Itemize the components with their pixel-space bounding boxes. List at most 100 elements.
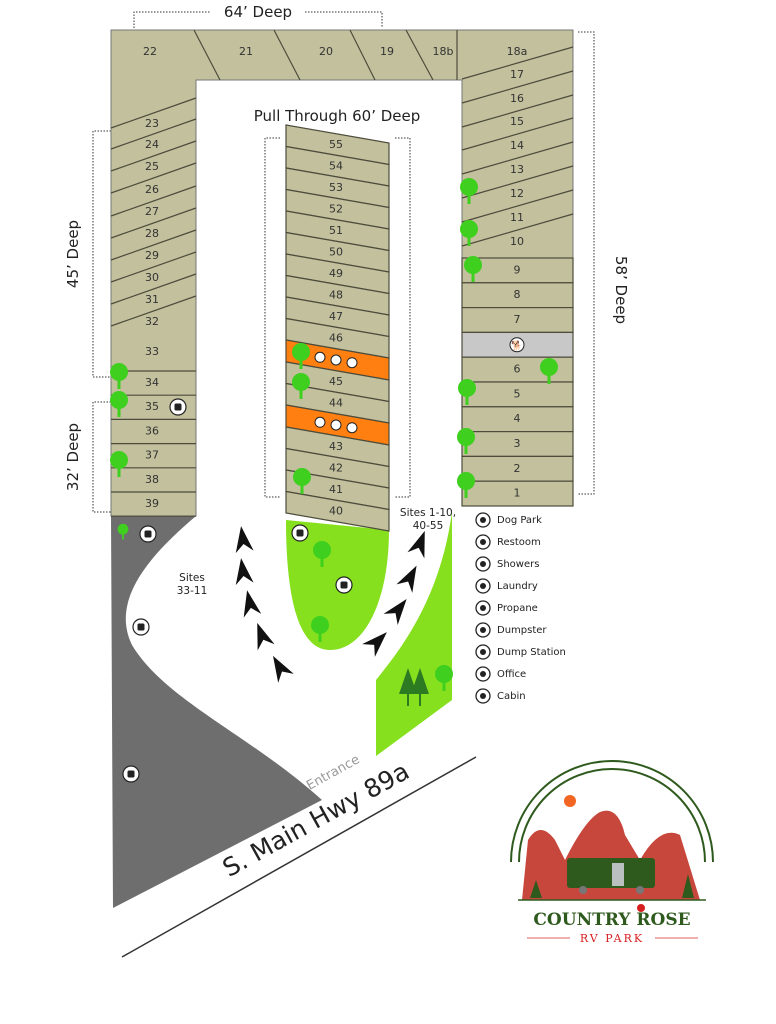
site-47[interactable]: 47 bbox=[329, 310, 343, 323]
legend-label: Cabin bbox=[497, 691, 526, 702]
pine-tree-icon bbox=[411, 668, 429, 706]
site-36[interactable]: 36 bbox=[145, 424, 159, 437]
site-35[interactable]: 35 bbox=[145, 400, 159, 413]
site-divider bbox=[273, 29, 301, 81]
site-divider bbox=[461, 46, 574, 80]
dumpster-icon-glyph bbox=[144, 530, 152, 538]
direction-arrow-icon bbox=[383, 598, 407, 625]
site-11[interactable]: 11 bbox=[510, 211, 524, 224]
site-1-plot[interactable] bbox=[461, 480, 574, 507]
site-44[interactable]: 44 bbox=[329, 396, 343, 409]
site-8[interactable]: 8 bbox=[514, 288, 521, 301]
site-40[interactable]: 40 bbox=[329, 504, 343, 517]
site-13[interactable]: 13 bbox=[510, 163, 524, 176]
site-10[interactable]: 10 bbox=[510, 235, 524, 248]
direction-arrow-icon bbox=[407, 530, 425, 559]
site-26[interactable]: 26 bbox=[145, 183, 159, 196]
site-2-plot[interactable] bbox=[461, 455, 574, 482]
tree-icon bbox=[457, 428, 475, 454]
restroom-icon bbox=[330, 354, 342, 366]
tree-icon bbox=[435, 665, 453, 691]
dimension-left-lower: 32’ Deep bbox=[64, 423, 82, 491]
site-32[interactable]: 32 bbox=[145, 315, 159, 328]
site-23[interactable]: 23 bbox=[145, 117, 159, 130]
site-4[interactable]: 4 bbox=[514, 412, 521, 425]
site-divider bbox=[461, 213, 574, 247]
legend-label: Office bbox=[497, 669, 526, 680]
site-43[interactable]: 43 bbox=[329, 440, 343, 453]
site-38[interactable]: 38 bbox=[145, 473, 159, 486]
legend-label: Propane bbox=[497, 603, 538, 614]
site-2[interactable]: 2 bbox=[514, 462, 521, 475]
site-1[interactable]: 1 bbox=[514, 487, 521, 500]
site-17[interactable]: 17 bbox=[510, 68, 524, 81]
site-53[interactable]: 53 bbox=[329, 181, 343, 194]
site-24[interactable]: 24 bbox=[145, 138, 159, 151]
direction-label-left-1: Sites bbox=[179, 572, 205, 584]
site-19[interactable]: 19 bbox=[380, 45, 394, 58]
site-18a[interactable]: 18a bbox=[507, 45, 528, 58]
site-41[interactable]: 41 bbox=[329, 483, 343, 496]
site-18b[interactable]: 18b bbox=[433, 45, 454, 58]
site-49[interactable]: 49 bbox=[329, 267, 343, 280]
tree-icon bbox=[313, 541, 331, 567]
site-20[interactable]: 20 bbox=[319, 45, 333, 58]
site-22[interactable]: 22 bbox=[143, 45, 157, 58]
site-3-plot[interactable] bbox=[461, 431, 574, 458]
site-54[interactable]: 54 bbox=[329, 159, 343, 172]
legend-label: Dog Park bbox=[497, 515, 542, 526]
dump-station-icon-glyph bbox=[137, 623, 145, 631]
site-45[interactable]: 45 bbox=[329, 375, 343, 388]
site-33[interactable]: 33 bbox=[145, 345, 159, 358]
site-7[interactable]: 7 bbox=[514, 313, 521, 326]
direction-arrows bbox=[235, 526, 425, 683]
site-12[interactable]: 12 bbox=[510, 187, 524, 200]
site-51[interactable]: 51 bbox=[329, 224, 343, 237]
site-29[interactable]: 29 bbox=[145, 249, 159, 262]
site-6[interactable]: 6 bbox=[514, 363, 521, 376]
tree-icon bbox=[460, 220, 478, 246]
site-37[interactable]: 37 bbox=[145, 449, 159, 462]
site-15[interactable]: 15 bbox=[510, 115, 524, 128]
office-icon-glyph bbox=[480, 671, 486, 677]
site-3[interactable]: 3 bbox=[514, 437, 521, 450]
site-16[interactable]: 16 bbox=[510, 92, 524, 105]
gray-lot bbox=[111, 516, 322, 908]
site-31[interactable]: 31 bbox=[145, 293, 159, 306]
laundry-icon-glyph bbox=[480, 583, 486, 589]
site-40-plot[interactable] bbox=[285, 490, 390, 532]
site-7-plot[interactable] bbox=[461, 307, 574, 334]
site-25[interactable]: 25 bbox=[145, 160, 159, 173]
dump-station-icon-glyph bbox=[480, 649, 486, 655]
tree-icon bbox=[110, 363, 128, 389]
site-5-plot[interactable] bbox=[461, 381, 574, 408]
site-21[interactable]: 21 bbox=[239, 45, 253, 58]
restroom-icon-glyph bbox=[480, 539, 486, 545]
site-27[interactable]: 27 bbox=[145, 205, 159, 218]
site-5[interactable]: 5 bbox=[514, 387, 521, 400]
dog-glyph: 🐕 bbox=[511, 339, 522, 351]
site-8-plot[interactable] bbox=[461, 282, 574, 309]
site-14[interactable]: 14 bbox=[510, 139, 524, 152]
site-55[interactable]: 55 bbox=[329, 138, 343, 151]
site-9[interactable]: 9 bbox=[514, 263, 521, 276]
cabin-icon-glyph bbox=[480, 693, 486, 699]
site-42[interactable]: 42 bbox=[329, 461, 343, 474]
legend-label: Laundry bbox=[497, 581, 538, 592]
site-9-plot[interactable] bbox=[461, 257, 574, 284]
site-50[interactable]: 50 bbox=[329, 245, 343, 258]
site-divider bbox=[110, 140, 197, 172]
site-28[interactable]: 28 bbox=[145, 227, 159, 240]
laundry-icon bbox=[346, 357, 358, 369]
dog-icon bbox=[509, 337, 525, 353]
site-34[interactable]: 34 bbox=[145, 376, 159, 389]
site-52[interactable]: 52 bbox=[329, 202, 343, 215]
dog-park-area[interactable] bbox=[461, 331, 574, 358]
legend-label: Dump Station bbox=[497, 647, 566, 658]
site-39[interactable]: 39 bbox=[145, 497, 159, 510]
site-48[interactable]: 48 bbox=[329, 288, 343, 301]
site-46[interactable]: 46 bbox=[329, 331, 343, 344]
site-30[interactable]: 30 bbox=[145, 271, 159, 284]
site-4-plot[interactable] bbox=[461, 406, 574, 433]
pine-tree-icon bbox=[399, 668, 417, 706]
